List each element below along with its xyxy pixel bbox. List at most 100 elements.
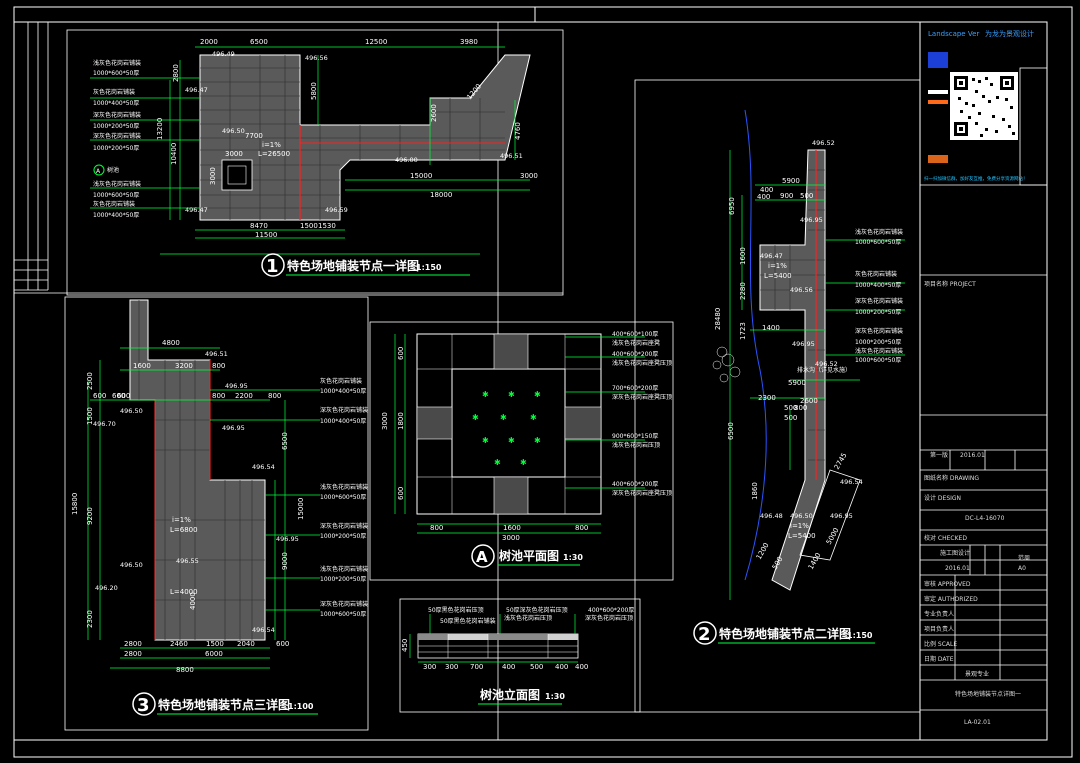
tb-discipline: 景观专业 xyxy=(965,670,989,678)
d3-note: 深灰色花岗岩铺装 xyxy=(320,600,368,608)
d2-dim: 400 xyxy=(757,193,770,201)
d3-dim: 800 xyxy=(212,362,225,370)
d1-dim: 3000 xyxy=(520,172,538,180)
svg-text:✱: ✱ xyxy=(530,413,537,422)
d2-note: 1000*200*50厚 xyxy=(855,309,901,316)
d2-note: 深灰色花岗岩铺装 xyxy=(855,327,903,335)
da-note: 400*600*100厚 xyxy=(612,331,658,338)
d2-dim: 2745 xyxy=(833,452,849,471)
d1-elevation: 496.47 xyxy=(185,86,208,94)
svg-text:✱: ✱ xyxy=(534,436,541,445)
d3-elevation: 496.54 xyxy=(252,463,275,471)
d3-dim: 2500 xyxy=(86,372,94,390)
d2-elevation: 496.47 xyxy=(760,252,783,260)
d3-scale: 1:100 xyxy=(288,702,314,711)
project-number: DC-L4-16070 xyxy=(965,515,1005,522)
d1-dim: 8470 xyxy=(250,222,268,230)
d1-dim: 2800 xyxy=(172,64,180,82)
de-dim: 300 xyxy=(445,663,458,671)
drawing-a-tree-pit-plan: ✱✱✱ ✱✱✱ ✱✱✱ ✱✱ 800 1600 800 3000 600 300… xyxy=(369,321,674,581)
d3-note: 灰色花岗岩铺装 xyxy=(320,377,362,385)
svg-text:✱: ✱ xyxy=(482,390,489,399)
d1-note: 树池 xyxy=(107,166,119,174)
de-title: 树池立面图 xyxy=(480,687,540,702)
d3-note: 1000*400*50厚 xyxy=(320,388,366,395)
drawing-number-circle xyxy=(132,692,156,716)
tb-field-label: 图纸名称 DRAWING xyxy=(924,474,979,482)
d3-dim: 3200 xyxy=(175,362,193,370)
d1-elevation: 496.59 xyxy=(325,206,348,214)
d1-dim: 1500 xyxy=(300,222,318,230)
da-dim: 600 xyxy=(397,487,405,500)
d2-length: L=5400 xyxy=(764,272,792,280)
binding-strip xyxy=(14,22,49,291)
d3-elevation: 496.55 xyxy=(176,557,199,565)
d3-elevation: 496.54 xyxy=(252,626,275,634)
d1-dim: 18000 xyxy=(430,191,452,199)
d1-dim: 3000 xyxy=(225,150,243,158)
d3-title: 特色场地铺装节点三详图 xyxy=(158,697,290,712)
d3-dim: 600 xyxy=(112,392,125,400)
d2-dim: 6950 xyxy=(728,197,736,215)
d1-note: 深灰色花岗岩铺装 xyxy=(93,132,141,140)
d2-elevation: 496.52 xyxy=(815,360,838,368)
da-note: 深灰色花岗岩座凳压顶 xyxy=(612,393,672,401)
d2-dim: 2280 xyxy=(739,282,747,300)
de-dim: 400 xyxy=(555,663,568,671)
d1-dim: 5800 xyxy=(310,82,318,100)
d2-dim: 1400 xyxy=(807,552,823,571)
d2-dim: 800 xyxy=(794,404,807,412)
da-note: 700*600*200厚 xyxy=(612,385,658,392)
d2-material-notes: 浅灰色花岗岩铺装 1000*600*50厚 灰色花岗岩铺装 1000*400*5… xyxy=(797,228,903,374)
de-material-notes: 50厚黑色花岗岩压顶 50厚深灰色花岗岩压顶 400*600*200厚 50厚黑… xyxy=(428,606,634,625)
d2-note: 1000*600*50厚 xyxy=(855,357,901,364)
d3-dim: 15000 xyxy=(297,498,305,520)
d3-dim: 600 xyxy=(93,392,106,400)
d2-dim: 500 xyxy=(784,414,797,422)
d3-note: 深灰色花岗岩铺装 xyxy=(320,522,368,530)
d3-dim: 4800 xyxy=(162,339,180,347)
d2-dim: 400 xyxy=(760,186,773,194)
de-note: 深灰色花岗岩压顶 xyxy=(585,614,633,622)
d3-dim: 2800 xyxy=(124,650,142,658)
da-note: 浅灰色花岗岩座凳压顶 xyxy=(612,359,672,367)
d3-note: 1000*400*50厚 xyxy=(320,418,366,425)
d1-dim: 7700 xyxy=(245,132,263,140)
sheet-title: 特色场地铺装节点详图一 xyxy=(955,690,1021,698)
d3-dim: 6500 xyxy=(281,432,289,450)
d3-elevation: 496.95 xyxy=(276,535,299,543)
d1-dim: 3000 xyxy=(209,167,217,185)
d3-note: 1000*200*50厚 xyxy=(320,533,366,540)
d1-length: L=26500 xyxy=(258,150,290,158)
tb-field-label: 审核 APPROVED xyxy=(924,580,971,588)
de-dim: 400 xyxy=(502,663,515,671)
da-dim: 800 xyxy=(575,524,588,532)
d1-elevation: 496.56 xyxy=(305,54,328,62)
da-scale: 1:30 xyxy=(563,553,583,562)
d3-dim: 15800 xyxy=(71,493,79,515)
brand-name-en: Landscape Ver xyxy=(928,30,979,38)
d2-note: 1000*600*50厚 xyxy=(855,239,901,246)
d3-dim: 2460 xyxy=(170,640,188,648)
d1-note: 浅灰色花岗岩铺装 xyxy=(93,59,141,67)
d1-note: 深灰色花岗岩铺装 xyxy=(93,111,141,119)
de-dim: 450 xyxy=(401,639,409,652)
d2-title: 特色场地铺装节点二详图 xyxy=(719,626,851,641)
de-dim: 700 xyxy=(470,663,483,671)
d1-note: 1000*600*50厚 xyxy=(93,70,139,77)
d2-dim: 1860 xyxy=(751,482,759,500)
tb-field-label: 专业负责人 xyxy=(924,610,954,618)
d3-dim: 1500 xyxy=(206,640,224,648)
da-number: A xyxy=(476,548,488,566)
tb-date: 2016.01 xyxy=(960,452,985,459)
d2-elevation: 496.52 xyxy=(812,139,835,147)
de-scale: 1:30 xyxy=(545,692,565,701)
d3-dim: 600 xyxy=(117,392,130,400)
d2-dim: 5900 xyxy=(782,177,800,185)
da-dim: 3000 xyxy=(502,534,520,542)
tb-field-label: 审定 AUTHORIZED xyxy=(924,595,978,603)
d3-dim: 1500 xyxy=(86,407,94,425)
d1-dim: 11500 xyxy=(255,231,277,239)
d3-dim: 9000 xyxy=(281,552,289,570)
d2-length: L=5400 xyxy=(788,532,816,540)
